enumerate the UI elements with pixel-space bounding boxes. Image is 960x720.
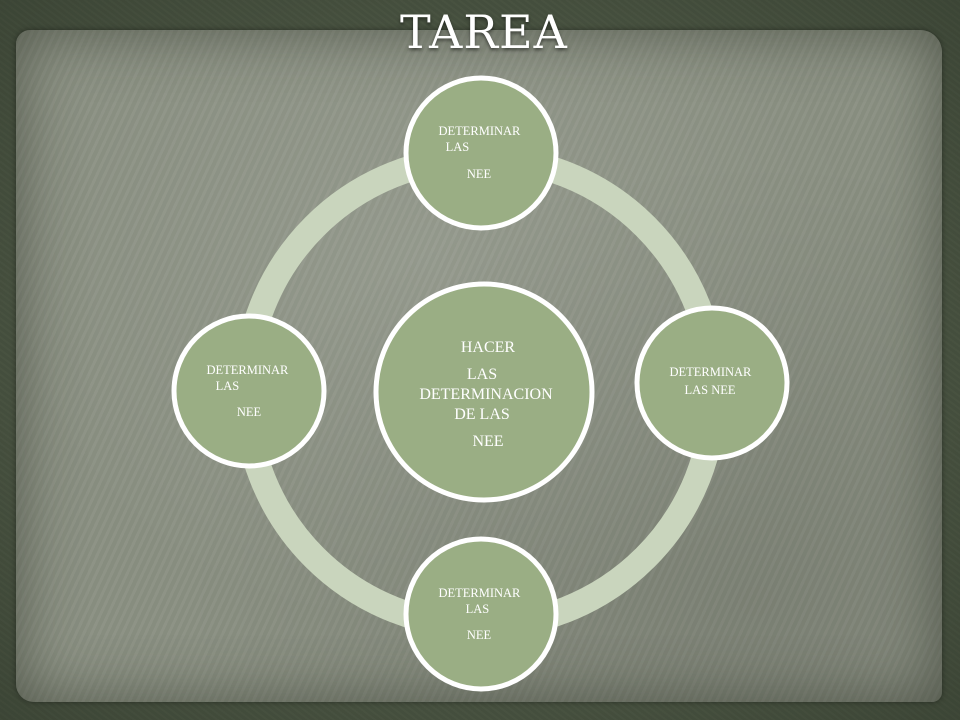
slide-title: TAREA: [400, 5, 568, 59]
center-line-1: HACER: [461, 339, 516, 356]
center-line-5: NEE: [472, 433, 503, 450]
center-line-2: LAS: [467, 366, 497, 383]
top-node: DETERMINAR LAS NEE: [403, 75, 559, 231]
bottom-node-line-3: NEE: [467, 628, 492, 642]
left-node: DETERMINAR LAS NEE: [171, 313, 327, 469]
svg-text:HACER LAS DETERMIN: HACER LAS DETERMINACION DE LAS NEE: [419, 339, 556, 450]
svg-text:DETERMINAR LAS NEE: DETERMINAR LAS NEE: [206, 363, 291, 419]
bottom-node: DETERMINAR LAS NEE: [403, 536, 559, 692]
center-line-3: DETERMINACION: [419, 386, 553, 403]
center-node: HACER LAS DETERMINACION DE LAS NEE: [373, 281, 595, 503]
right-node-line-1: DETERMINAR: [669, 365, 752, 379]
center-line-4: DE LAS: [454, 406, 510, 423]
left-node-line-3: NEE: [237, 405, 262, 419]
left-node-line-1: DETERMINAR: [206, 363, 289, 377]
right-node: DETERMINAR LAS NEE: [634, 305, 790, 461]
svg-text:DETERMINAR LAS NEE: DETERMINAR LAS NEE: [669, 365, 754, 397]
left-node-line-2: LAS: [216, 379, 240, 393]
top-node-line-2: LAS: [446, 140, 470, 154]
top-node-line-3: NEE: [467, 167, 492, 181]
bottom-node-line-2: LAS: [466, 602, 490, 616]
top-node-line-1: DETERMINAR: [438, 124, 521, 138]
bottom-node-line-1: DETERMINAR: [438, 586, 521, 600]
svg-text:DETERMINAR LAS NEE: DETERMINAR LAS NEE: [438, 124, 523, 181]
svg-text:DETERMINAR LAS NEE: DETERMINAR LAS NEE: [438, 586, 523, 642]
right-node-line-2: LAS NEE: [684, 383, 735, 397]
